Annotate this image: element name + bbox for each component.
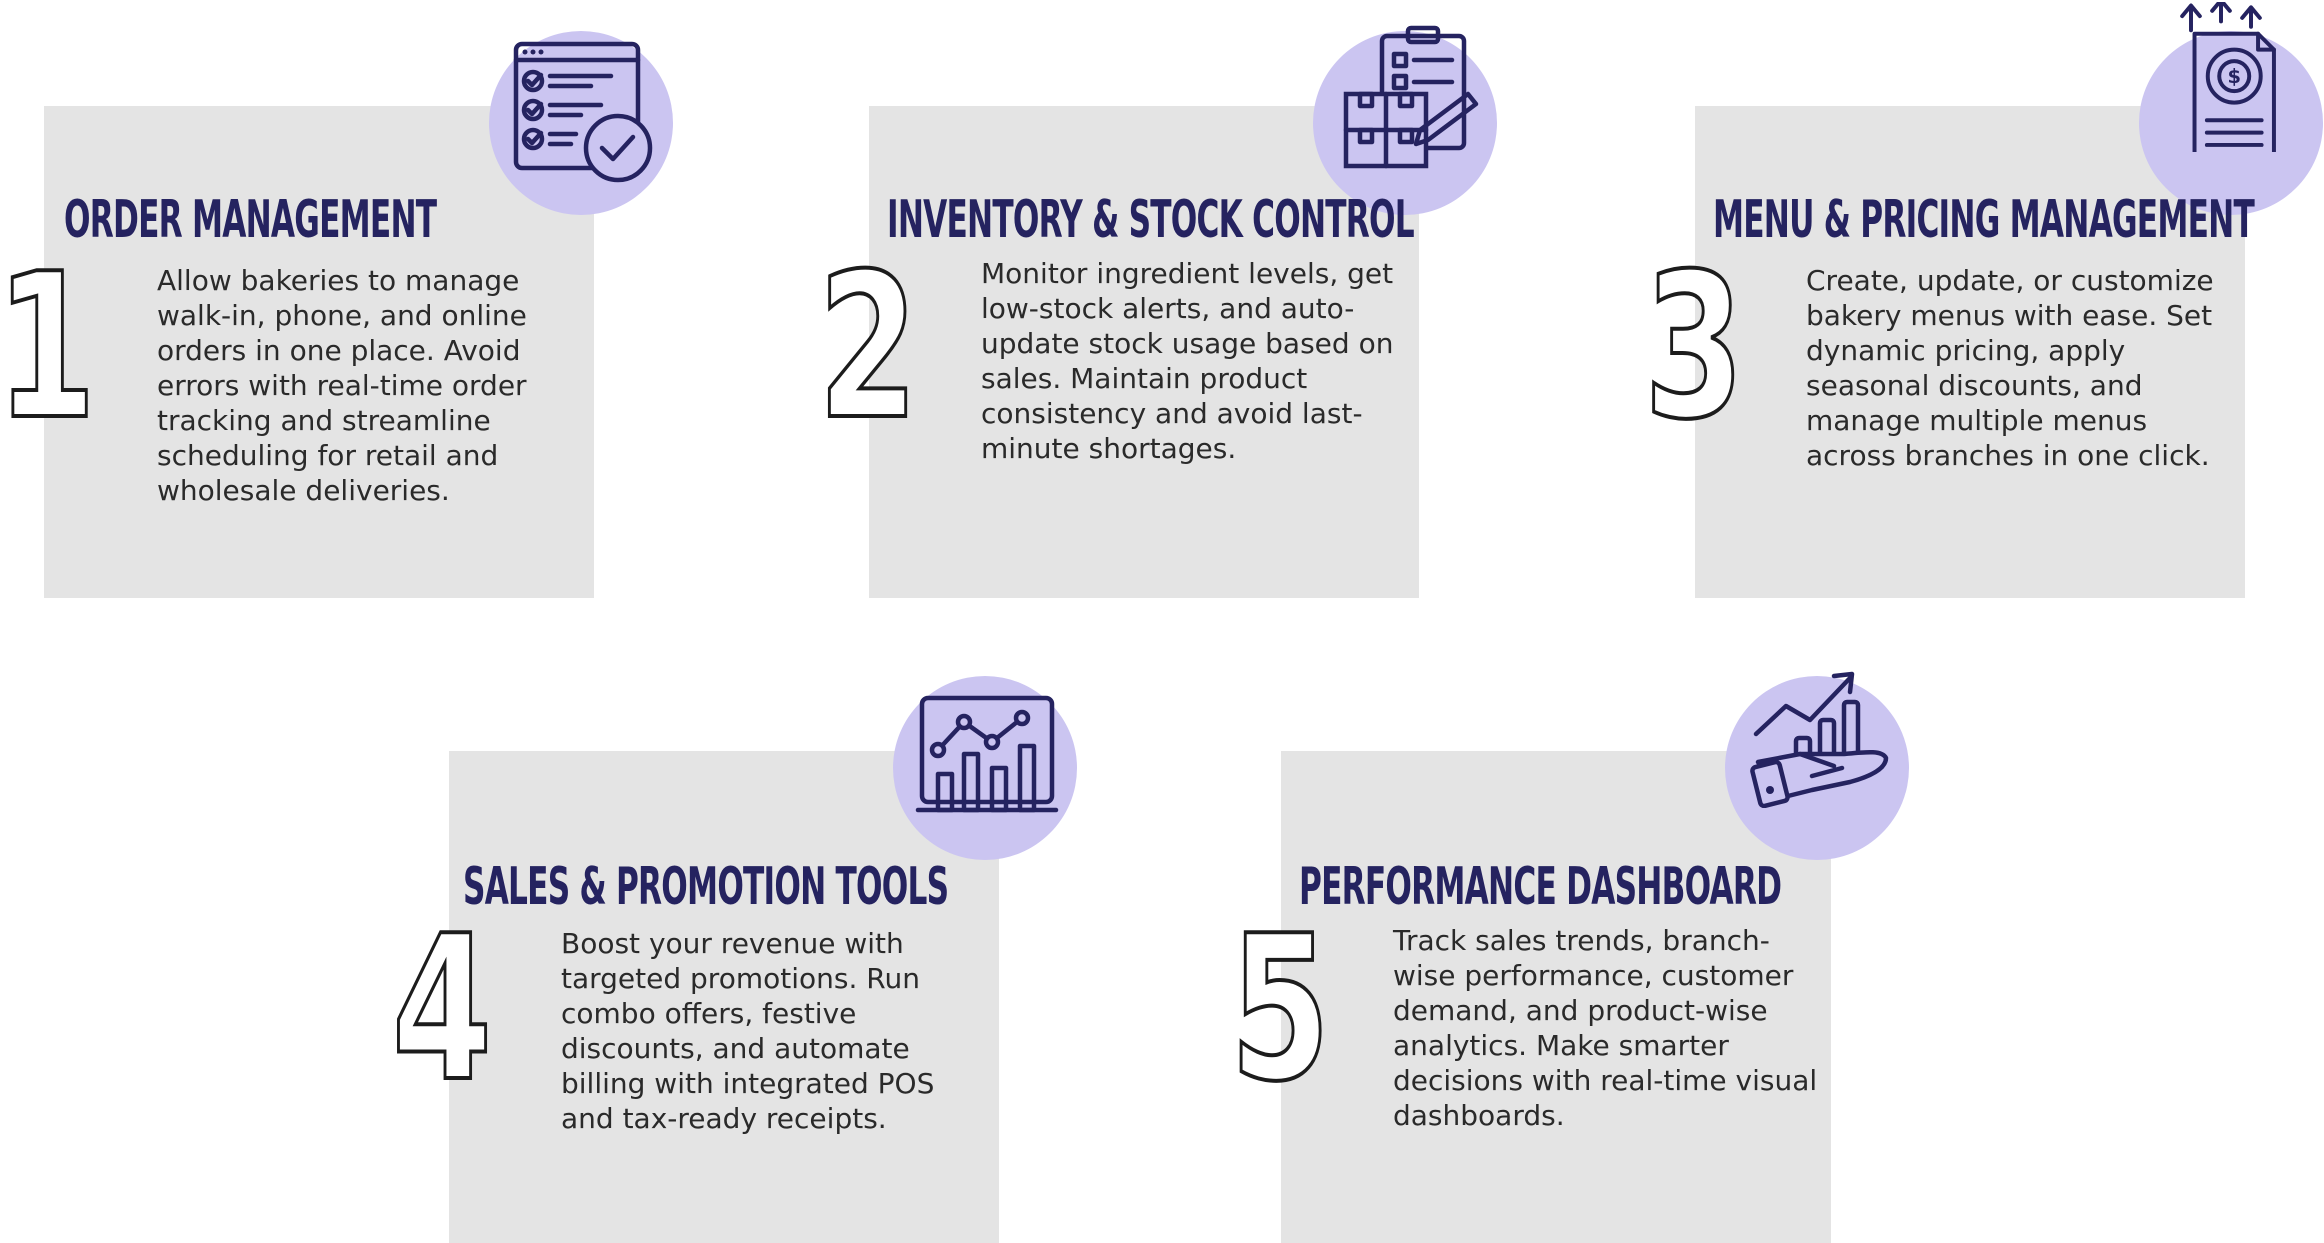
svg-text:$: $ <box>2227 65 2241 88</box>
feature-card-order-management <box>44 106 594 598</box>
feature-number: 1 <box>0 231 98 464</box>
feature-description: Track sales trends, branch-wise performa… <box>1393 924 1818 1132</box>
feature-number: 3 <box>1643 231 1746 464</box>
feature-title: MENU & PRICING MANAGEMENT <box>1713 190 2255 250</box>
sales-chart-icon <box>915 695 1059 813</box>
feature-title: ORDER MANAGEMENT <box>64 190 437 250</box>
feature-description: Monitor ingredient levels, get low-stock… <box>981 257 1394 465</box>
feature-card-performance-dashboard <box>1281 751 1831 1243</box>
feature-title: SALES & PROMOTION TOOLS <box>463 857 949 917</box>
feature-card-menu-pricing <box>1695 106 2245 598</box>
feature-number: 4 <box>391 893 494 1126</box>
feature-description: Create, update, or customize bakery menu… <box>1806 264 2214 472</box>
inventory-clipboard-icon <box>1343 25 1479 169</box>
feature-title: INVENTORY & STOCK CONTROL <box>887 190 1415 250</box>
feature-number: 2 <box>817 231 920 464</box>
feature-number: 5 <box>1229 893 1332 1126</box>
pricing-document-icon: $ <box>2180 2 2276 152</box>
feature-card-sales-promotion <box>449 751 999 1243</box>
feature-description: Allow bakeries to manage walk-in, phone,… <box>157 264 527 507</box>
checklist-icon <box>513 41 653 183</box>
growth-hand-icon <box>1750 671 1889 808</box>
feature-title: PERFORMANCE DASHBOARD <box>1299 857 1782 917</box>
feature-description: Boost your revenue with targeted promoti… <box>561 927 935 1135</box>
feature-card-inventory <box>869 106 1419 598</box>
